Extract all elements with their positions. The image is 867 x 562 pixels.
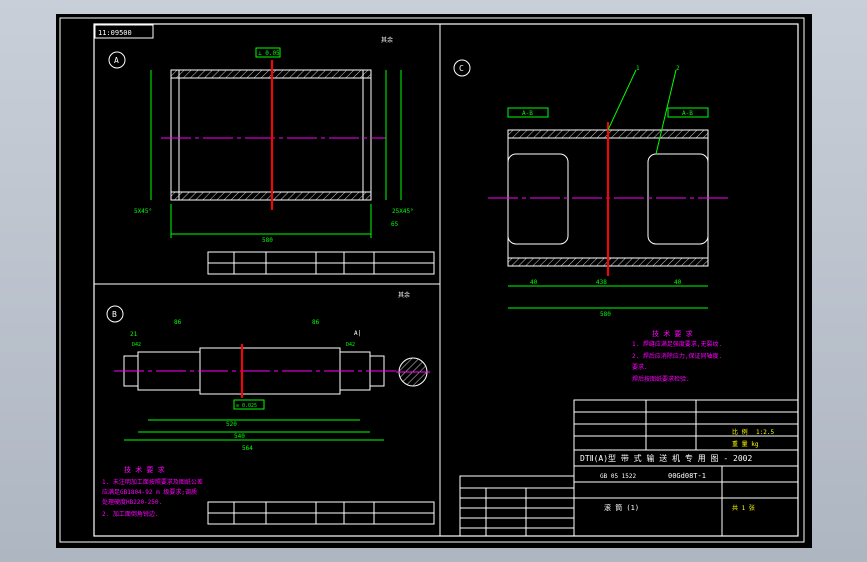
title-project: DTⅡ(A)型 带 式 输 送 机 专 用 图 - 2002 — [580, 453, 752, 463]
stamp-text: 11:09500 — [98, 29, 132, 37]
c-leader-2: 2 — [676, 65, 680, 72]
parts-list-left — [207, 251, 435, 275]
dim-overall: 540 — [234, 433, 245, 440]
dim-length: 580 — [262, 237, 273, 244]
view-b-circle — [106, 305, 124, 323]
dim-left: 86 — [174, 319, 182, 326]
c-dim-inner: 438 — [596, 279, 607, 286]
c-dim-right: 40 — [674, 279, 682, 286]
left-hub — [507, 153, 569, 245]
dim-total: 564 — [242, 445, 253, 452]
svg-text:应满足GB1804-92 m 级要求;调质: 应满足GB1804-92 m 级要求;调质 — [102, 488, 197, 496]
parts-list-bottom — [207, 501, 435, 525]
right-hub — [647, 153, 709, 245]
tech-req-left-title: 技 术 要 求 — [124, 465, 165, 474]
tech-req-right: 技 术 要 求 1. 焊缝应满足强度要求,无裂纹. 2. 焊后应消除应力,保证同… — [632, 329, 722, 383]
dim-end: 21 — [130, 331, 138, 338]
dim-right: 86 — [312, 319, 320, 326]
view-b: B 其余 564 540 520 86 86 21 D42 D42 ⊘ 0.02… — [106, 291, 430, 452]
c-dim-length: 580 — [600, 311, 611, 318]
view-b-label: B — [112, 310, 117, 319]
view-a: A 其余 580 65 5X45° 25X45° ⊥ 0.05 — [108, 36, 414, 244]
stamp-box — [94, 24, 154, 39]
dim-bottom: 65 — [391, 221, 399, 228]
title-scale-label: 比 例 — [732, 428, 748, 436]
title-block: DTⅡ(A)型 带 式 输 送 机 专 用 图 - 2002 00Gd08T-1… — [573, 399, 799, 537]
view-b-roughness: 其余 — [398, 291, 410, 299]
view-a-circle — [108, 51, 126, 69]
title-sheet: 共 1 张 — [732, 504, 755, 512]
c-tag2: A-B — [682, 110, 693, 117]
dim-chamfer-left: 5X45° — [134, 208, 152, 215]
view-a-label: A — [114, 56, 119, 65]
title-code: GB 05 1522 — [600, 473, 637, 480]
section-label: A| — [354, 330, 361, 337]
cad-drawing: 11:09500 A 其余 580 65 5X45° 25X45° ⊥ 0.05 — [59, 17, 805, 543]
c-leader-1: 1 — [636, 65, 640, 72]
revision-table — [459, 475, 575, 537]
title-scale: 1:2.5 — [756, 429, 774, 436]
dim-d-left: D42 — [132, 342, 141, 348]
svg-text:1. 焊缝应满足强度要求,无裂纹.: 1. 焊缝应满足强度要求,无裂纹. — [632, 340, 722, 348]
dim-d-right: D42 — [346, 342, 355, 348]
view-c-circle — [453, 59, 471, 77]
view-a-roughness: 其余 — [381, 36, 393, 44]
title-weight: 重 量 kg — [732, 440, 759, 448]
svg-text:要求.: 要求. — [632, 363, 648, 371]
view-c: C 580 438 40 40 A-B A-B 1 2 — [453, 59, 728, 318]
dim-center-box: ⊘ 0.025 — [236, 403, 257, 409]
svg-text:处理硬度HB220-250.: 处理硬度HB220-250. — [102, 498, 162, 506]
c-tag1: A-B — [522, 110, 533, 117]
shell-right-end — [362, 69, 372, 201]
dim-chamfer-right: 25X45° — [392, 208, 414, 215]
shell-left-end — [170, 69, 180, 201]
tech-req-left: 技 术 要 求 1. 未注明加工面按照要求及图纸公差 应满足GB1804-92 … — [102, 465, 203, 518]
view-c-label: C — [459, 64, 464, 73]
svg-text:2. 焊后应消除应力,保证同轴度.: 2. 焊后应消除应力,保证同轴度. — [632, 352, 722, 360]
tolerance-frame — [255, 47, 281, 58]
tolerance-callout: ⊥ 0.05 — [258, 50, 280, 57]
inner-border — [93, 23, 799, 537]
dim-span: 520 — [226, 421, 237, 428]
svg-text:2. 加工面倒角锐边.: 2. 加工面倒角锐边. — [102, 510, 158, 518]
outer-border — [59, 17, 805, 543]
drawing-sheet: 11:09500 A 其余 580 65 5X45° 25X45° ⊥ 0.05 — [56, 14, 812, 548]
svg-text:焊后按图纸要求检验.: 焊后按图纸要求检验. — [632, 375, 690, 383]
title-part-name: 滚 筒 (1) — [604, 503, 639, 512]
svg-text:1. 未注明加工面按照要求及图纸公差: 1. 未注明加工面按照要求及图纸公差 — [102, 478, 203, 486]
c-dim-left: 40 — [530, 279, 538, 286]
tech-req-right-title: 技 术 要 求 — [652, 329, 693, 338]
title-drawing-no: 00Gd08T-1 — [668, 472, 706, 480]
